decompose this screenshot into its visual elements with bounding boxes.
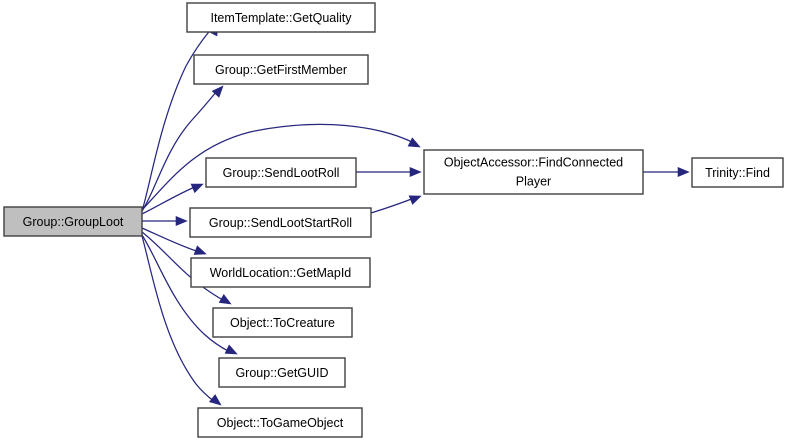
arrowhead-icon — [190, 183, 204, 194]
node-box[interactable] — [691, 157, 784, 188]
node-worldlocation_getmapid[interactable]: WorldLocation::GetMapId — [190, 257, 371, 288]
arrowhead-icon — [175, 215, 188, 227]
node-box[interactable] — [197, 407, 363, 438]
edge-group_sendlootstartroll-to-objectaccessor_findconnectedplayer — [370, 195, 422, 214]
edge-group_grouploot-to-group_sendlootroll — [141, 183, 204, 215]
edge-group_grouploot-to-objectaccessor_findconnectedplayer — [141, 123, 421, 211]
arrowhead-icon — [409, 166, 422, 178]
node-label: ItemTemplate::GetQuality — [210, 11, 352, 25]
edges-layer — [141, 23, 690, 406]
arrowhead-icon — [224, 344, 238, 355]
node-box[interactable] — [186, 2, 376, 33]
node-box[interactable] — [190, 257, 371, 288]
arrowhead-icon — [208, 394, 222, 406]
node-label: Object::ToGameObject — [217, 416, 344, 430]
node-trinity_find[interactable]: Trinity::Find — [691, 157, 784, 188]
node-group_sendlootstartroll[interactable]: Group::SendLootStartRoll — [189, 207, 372, 238]
node-box[interactable] — [212, 307, 353, 338]
arrowhead-icon — [218, 293, 232, 305]
node-box[interactable] — [423, 149, 644, 195]
node-box[interactable] — [193, 54, 369, 85]
node-group_getfirstmember[interactable]: Group::GetFirstMember — [193, 54, 369, 85]
node-label: Group::GetGUID — [235, 366, 328, 380]
node-label: Group::GroupLoot — [23, 215, 124, 229]
node-label-line2: Player — [516, 174, 551, 188]
node-box[interactable] — [205, 157, 357, 188]
arrowhead-icon — [193, 245, 207, 255]
node-group_sendlootroll[interactable]: Group::SendLootRoll — [205, 157, 357, 188]
node-label: ObjectAccessor::FindConnected — [444, 155, 623, 169]
node-label: Group::GetFirstMember — [215, 63, 347, 77]
edge-group_grouploot-to-object_tocreature — [141, 231, 232, 305]
edge-group_grouploot-to-group_getfirstmember — [141, 85, 224, 212]
node-label: Trinity::Find — [705, 166, 770, 180]
node-itemtemplate_getquality[interactable]: ItemTemplate::GetQuality — [186, 2, 376, 33]
node-label: Object::ToCreature — [230, 316, 335, 330]
arrowhead-icon — [407, 137, 421, 148]
node-group_getguid[interactable]: Group::GetGUID — [218, 357, 346, 388]
edge-group_grouploot-to-object_togameobject — [141, 235, 222, 406]
nodes-layer: Group::GroupLoot ItemTemplate::GetQuality… — [3, 2, 784, 438]
node-label: Group::SendLootRoll — [223, 166, 340, 180]
node-box[interactable] — [3, 206, 143, 237]
node-group_grouploot[interactable]: Group::GroupLoot — [3, 206, 143, 237]
arrowhead-icon — [677, 166, 690, 178]
edge-group_sendlootroll-to-objectaccessor_findconnectedplayer — [356, 166, 422, 178]
arrowhead-icon — [211, 85, 224, 98]
node-object_tocreature[interactable]: Object::ToCreature — [212, 307, 353, 338]
node-label: Group::SendLootStartRoll — [209, 216, 352, 230]
edge-objectaccessor_findconnectedplayer-to-trinity_find — [643, 166, 690, 178]
edge-group_grouploot-to-group_sendlootstartroll — [142, 215, 188, 227]
edge-group_grouploot-to-group_getguid — [141, 234, 238, 355]
node-label: WorldLocation::GetMapId — [210, 266, 352, 280]
node-box[interactable] — [218, 357, 346, 388]
node-box[interactable] — [189, 207, 372, 238]
arrowhead-icon — [408, 195, 422, 205]
node-object_togameobject[interactable]: Object::ToGameObject — [197, 407, 363, 438]
edge-group_grouploot-to-worldlocation_getmapid — [141, 227, 207, 255]
